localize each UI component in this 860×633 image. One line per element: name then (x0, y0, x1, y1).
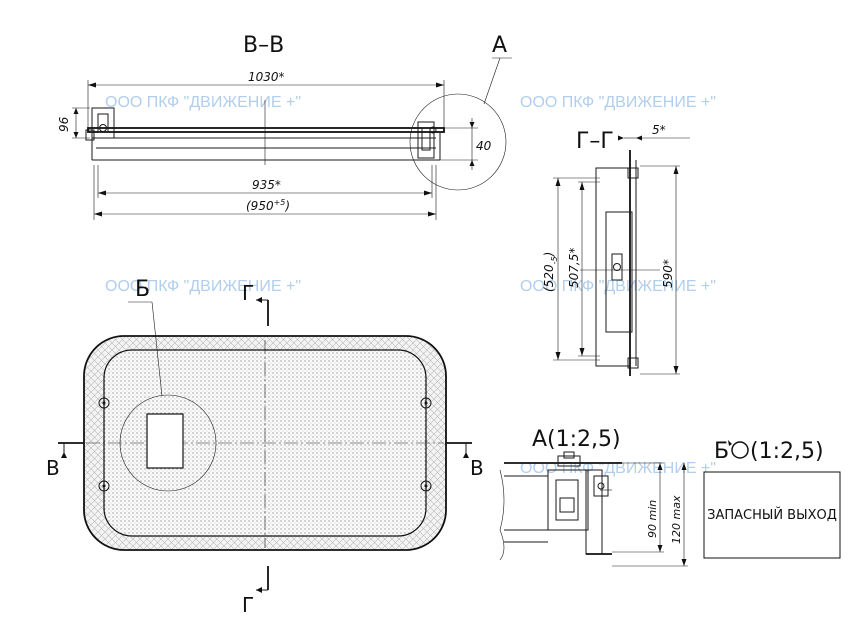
dim-gg-d2: 507,5* (567, 248, 581, 288)
dim-detail-40: 40 (476, 139, 492, 153)
svg-text:(950+5): (950+5) (246, 198, 290, 213)
dim-gg-d1: (520 (542, 264, 556, 292)
bolt-icon (98, 397, 110, 409)
dim-height: 96 (57, 116, 71, 132)
emergency-exit-label: ЗАПАСНЫЙ ВЫХОД (707, 507, 837, 523)
cut-g-bottom-label: Г (242, 593, 254, 617)
dim-overall-width: 1030* (248, 70, 285, 84)
detail-a-title: А(1:2,5) (532, 427, 621, 452)
detail-b-title: Б (714, 439, 729, 464)
dim-gg-d3: 590* (661, 259, 675, 288)
callout-b: Б (135, 277, 150, 302)
section-vv-view: В–В 1030* 96 А (57, 33, 512, 220)
detail-b-scale: (1:2,5) (750, 439, 824, 464)
dim-gg-d1-tol: -5 (550, 256, 559, 264)
dim-a-min: 90 min (646, 500, 659, 538)
cut-v-left-label: В (46, 456, 60, 480)
bolt-icon (98, 480, 110, 492)
plan-view: Б Г Г В В (46, 277, 484, 617)
watermark-text: ООО ПКФ "ДВИЖЕНИЕ +" (520, 460, 716, 477)
dim-opening-tolerance: +5 (274, 198, 286, 207)
bolt-icon (420, 480, 432, 492)
detail-a-view: А(1:2,5) 90 min 120 max (499, 427, 688, 567)
section-vv-title: В–В (243, 33, 284, 58)
watermarks: ООО ПКФ "ДВИЖЕНИЕ +" ООО ПКФ "ДВИЖЕНИЕ +… (105, 94, 716, 477)
rotation-icon (728, 440, 749, 459)
section-gg-title: Г–Г (576, 129, 614, 154)
bolt-icon (420, 397, 432, 409)
cut-g-top-label: Г (242, 281, 254, 305)
detail-b-view: Б (1:2,5) ЗАПАСНЫЙ ВЫХОД (703, 439, 841, 559)
dim-gg-d1-close: ) (542, 252, 556, 258)
dim-inner-width: 935* (252, 178, 281, 192)
section-gg-view: Г–Г 5* (520-5) 507,5* 590* (542, 123, 690, 376)
cut-v-right-label: В (470, 456, 484, 480)
watermark-text: ООО ПКФ "ДВИЖЕНИЕ +" (520, 278, 716, 295)
watermark-text: ООО ПКФ "ДВИЖЕНИЕ +" (520, 94, 716, 111)
watermark-text: ООО ПКФ "ДВИЖЕНИЕ +" (105, 94, 301, 111)
dim-a-max: 120 max (670, 495, 683, 544)
watermark-text: ООО ПКФ "ДВИЖЕНИЕ +" (105, 278, 301, 295)
dim-top-5: 5* (652, 123, 666, 137)
dim-opening-close: ) (284, 199, 290, 213)
dim-opening-width: (950 (246, 199, 274, 213)
svg-text:(520-5): (520-5) (542, 252, 559, 292)
callout-a: А (492, 33, 507, 58)
